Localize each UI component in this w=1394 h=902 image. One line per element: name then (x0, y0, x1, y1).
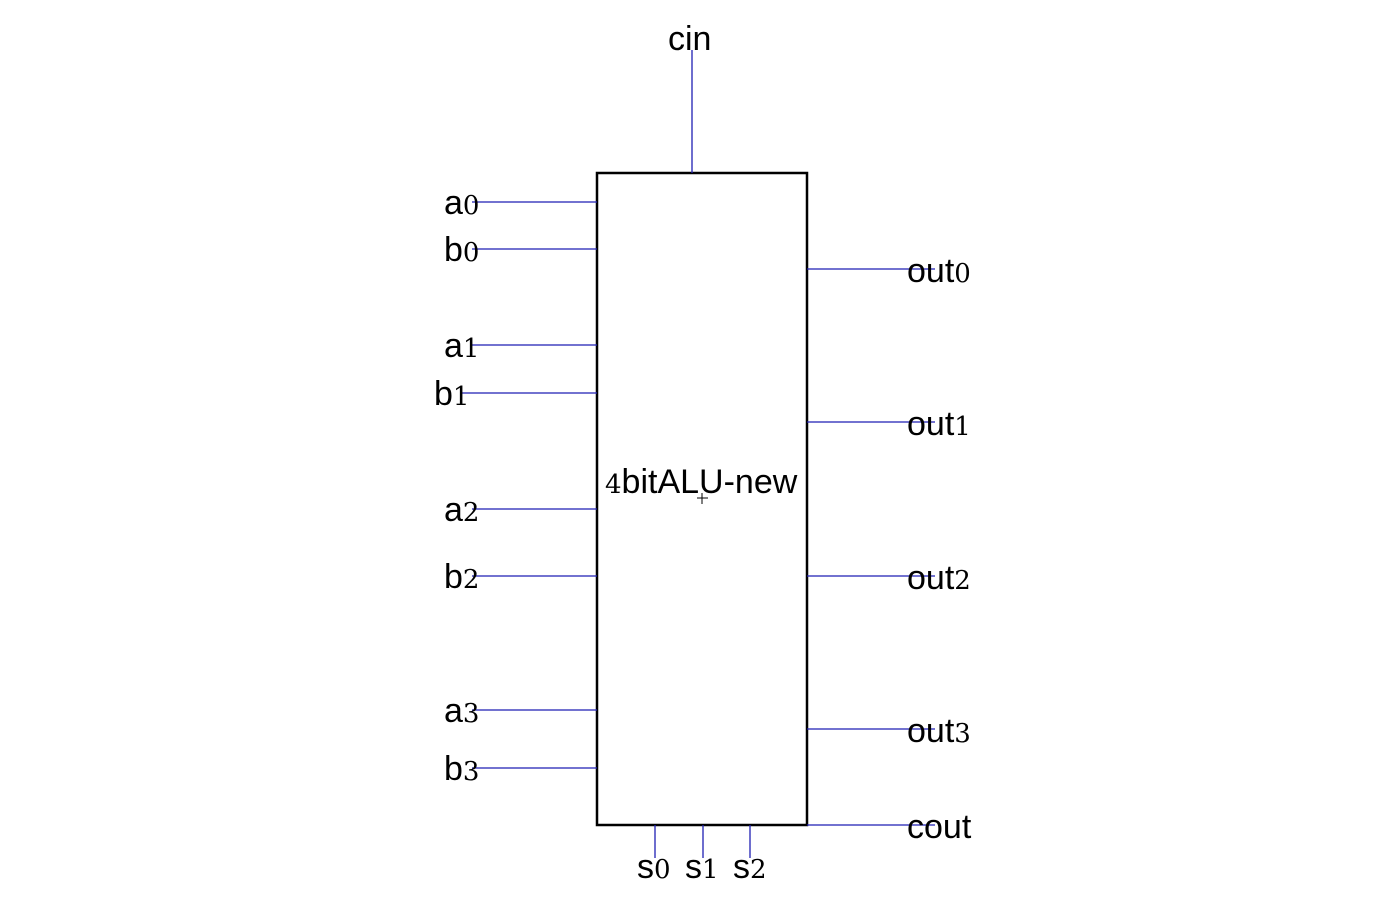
pin-label-out0: out0 (907, 252, 971, 290)
pin-label-s2: s2 (733, 848, 767, 886)
pin-label-out2: out2 (907, 559, 971, 597)
pin-label-a1: a1 (444, 327, 479, 365)
pin-label-out1: out1 (907, 405, 971, 443)
pin-label-a0: a0 (444, 184, 479, 222)
pin-label-b1: b1 (434, 375, 469, 413)
alu-block[interactable] (595, 171, 809, 827)
pin-label-out3: out3 (907, 712, 971, 750)
block-label: 4bitALU-new (605, 463, 798, 501)
pin-label-s1: s1 (685, 848, 719, 886)
origin-cross-icon (697, 493, 708, 504)
pin-label-b3: b3 (444, 750, 479, 788)
pin-label-b0: b0 (444, 231, 479, 269)
pin-label-a2: a2 (444, 491, 479, 529)
pin-label-b2: b2 (444, 558, 479, 596)
pin-label-a3: a3 (444, 692, 479, 730)
pin-label-s0: s0 (637, 848, 671, 886)
pin-label-cout: cout (907, 808, 972, 846)
pin-label-cin: cin (668, 20, 711, 58)
